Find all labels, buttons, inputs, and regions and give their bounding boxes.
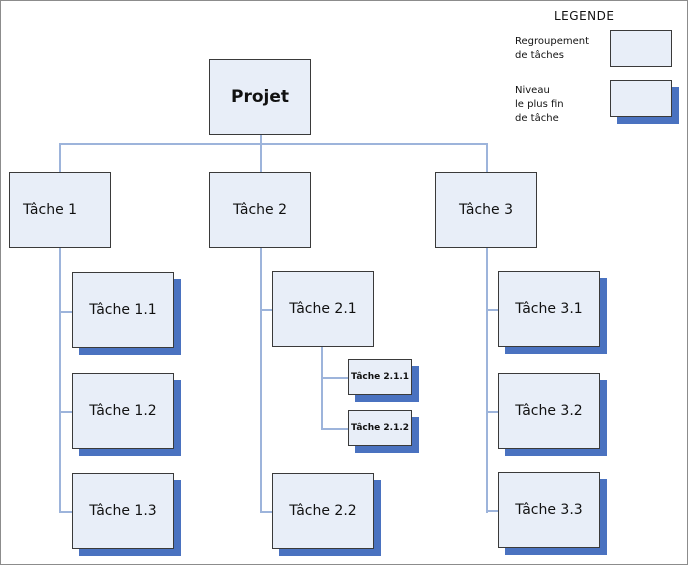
connector [260, 134, 262, 144]
node-tache-3: Tâche 3 [435, 172, 537, 248]
connector [260, 511, 274, 513]
node-tache-2-2: Tâche 2.2 [272, 473, 374, 549]
node-tache-2-1: Tâche 2.1 [272, 271, 374, 347]
connector [59, 311, 73, 313]
connector [486, 309, 500, 311]
connector [59, 247, 61, 513]
node-tache-2: Tâche 2 [209, 172, 311, 248]
legend-title: LEGENDE [554, 9, 615, 23]
legend-group-label: Regroupement de tâches [515, 36, 589, 61]
connector [486, 411, 500, 413]
node-tache-2-1-2: Tâche 2.1.2 [348, 410, 412, 446]
connector [486, 510, 500, 512]
node-tache-2-1-1: Tâche 2.1.1 [348, 359, 412, 395]
connector [59, 411, 73, 413]
connector [59, 511, 73, 513]
connector [59, 143, 488, 145]
node-tache-1-1: Tâche 1.1 [72, 272, 174, 348]
legend-leaf-swatch [610, 80, 672, 117]
node-tache-1-3: Tâche 1.3 [72, 473, 174, 549]
node-projet: Projet [209, 59, 311, 135]
node-tache-1: Tâche 1 [9, 172, 111, 248]
connector [321, 347, 323, 429]
connector [321, 428, 349, 430]
connector [486, 247, 488, 513]
node-tache-1-2: Tâche 1.2 [72, 373, 174, 449]
connector [321, 377, 349, 379]
node-tache-3-1: Tâche 3.1 [498, 271, 600, 347]
connector [59, 143, 61, 173]
connector [260, 247, 262, 513]
legend-group-swatch [610, 30, 672, 67]
node-tache-3-3: Tâche 3.3 [498, 472, 600, 548]
connector [260, 143, 262, 173]
node-tache-3-2: Tâche 3.2 [498, 373, 600, 449]
legend-leaf-label: Niveau le plus fin de tâche [515, 85, 564, 124]
connector [260, 309, 274, 311]
connector [486, 143, 488, 173]
